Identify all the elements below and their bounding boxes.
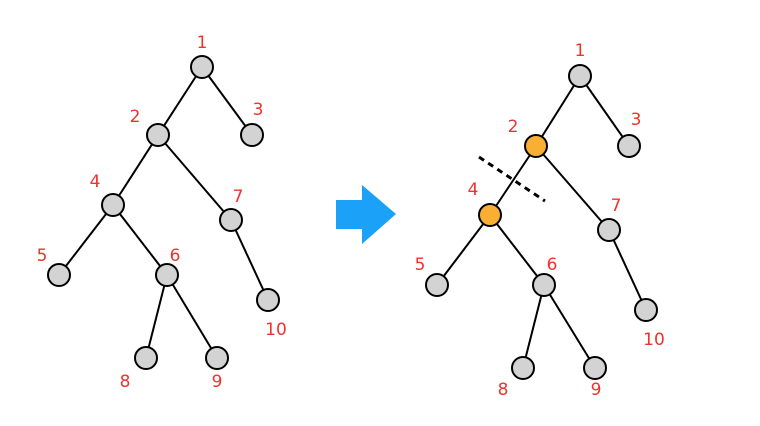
edge-1-3 <box>201 66 253 136</box>
edge-6-9 <box>543 284 596 369</box>
node-label-6: 6 <box>170 246 181 266</box>
node-label-2: 2 <box>130 107 141 127</box>
tree-node-10 <box>256 288 280 312</box>
right-arrow-icon <box>336 185 396 244</box>
edge-2-7 <box>157 134 232 221</box>
node-label-9: 9 <box>212 372 223 392</box>
node-label-10: 10 <box>265 320 287 340</box>
edge-2-4 <box>112 134 159 206</box>
tree-node-1 <box>568 64 592 88</box>
tree-node-9 <box>583 356 607 380</box>
after-tree: 1 2 3 4 5 6 7 8 9 10 <box>415 41 665 400</box>
tree-node-5 <box>425 273 449 297</box>
node-label-2: 2 <box>508 117 519 137</box>
edge-7-10 <box>608 229 647 311</box>
node-label-7: 7 <box>611 196 622 216</box>
edge-2-7 <box>535 145 610 231</box>
tree-node-2 <box>524 134 548 158</box>
tree-node-5 <box>47 263 71 287</box>
edge-4-5 <box>436 214 491 286</box>
edge-1-2 <box>157 66 203 136</box>
node-label-8: 8 <box>498 380 509 400</box>
before-tree: 1 2 3 4 5 6 7 8 9 10 <box>37 33 287 392</box>
tree-node-6 <box>532 273 556 297</box>
edge-1-3 <box>579 75 630 147</box>
node-label-7: 7 <box>233 187 244 207</box>
node-label-8: 8 <box>120 372 131 392</box>
tree-node-4 <box>101 193 125 217</box>
node-label-9: 9 <box>591 380 602 400</box>
edge-6-8 <box>145 274 168 359</box>
tree-node-3 <box>240 123 264 147</box>
tree-node-1 <box>190 55 214 79</box>
tree-node-3 <box>617 134 641 158</box>
node-label-10: 10 <box>643 330 665 350</box>
node-label-3: 3 <box>253 100 264 120</box>
edge-4-5 <box>58 204 114 276</box>
tree-node-7 <box>597 218 621 242</box>
cut-line <box>478 155 546 203</box>
node-label-4: 4 <box>468 180 479 200</box>
edge-6-8 <box>522 284 545 369</box>
edge-1-2 <box>535 75 581 147</box>
tree-node-8 <box>134 346 158 370</box>
node-label-4: 4 <box>90 172 101 192</box>
edge-2-4 <box>489 145 537 216</box>
edge-7-10 <box>230 219 269 301</box>
node-label-1: 1 <box>575 41 586 61</box>
tree-node-8 <box>511 356 535 380</box>
node-label-6: 6 <box>547 255 558 275</box>
tree-node-7 <box>219 208 243 232</box>
node-label-5: 5 <box>415 255 426 275</box>
edge-6-9 <box>166 274 218 359</box>
tree-node-6 <box>155 263 179 287</box>
node-label-3: 3 <box>631 110 642 130</box>
node-label-5: 5 <box>37 246 48 266</box>
tree-node-2 <box>146 123 170 147</box>
edge-4-6 <box>489 214 545 286</box>
tree-node-9 <box>205 346 229 370</box>
tree-node-4 <box>478 203 502 227</box>
tree-node-10 <box>634 298 658 322</box>
edge-4-6 <box>112 204 168 276</box>
node-label-1: 1 <box>197 33 208 53</box>
